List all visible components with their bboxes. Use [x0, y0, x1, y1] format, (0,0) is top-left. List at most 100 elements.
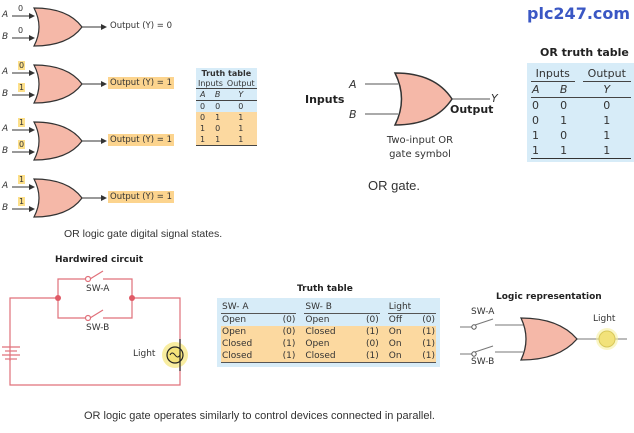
- or-gate-symbol: [365, 72, 490, 126]
- cell: 1: [560, 114, 568, 127]
- cell: (1): [366, 351, 379, 361]
- cell: Open: [305, 339, 330, 349]
- signal-truth-table: Truth table Inputs Output A B Y 0 0 0 0 …: [196, 68, 257, 146]
- input-b-value: 0: [18, 140, 26, 149]
- output-value-label: Output (Y) = 1: [108, 77, 174, 89]
- cell: Closed: [222, 339, 253, 349]
- cell: (0): [366, 339, 379, 349]
- cell: 1: [603, 129, 611, 142]
- table-row: 0 1 1: [196, 112, 257, 123]
- table-row: Closed(1)Open(0)On(1): [221, 338, 436, 350]
- table-row: Closed(1)Closed(1)On(1): [221, 350, 436, 363]
- input-a-value: 1: [18, 118, 26, 127]
- hardwired-circuit: [2, 270, 188, 386]
- input-b-label: B: [2, 146, 9, 156]
- output-group-header: Output: [224, 79, 257, 89]
- input-b-label: B: [2, 203, 9, 213]
- signal-state-gates: [12, 7, 107, 218]
- cell: Open: [222, 315, 247, 325]
- cell: [296, 314, 304, 327]
- symbol-desc-line1: Two-input OR: [386, 135, 454, 146]
- logic-representation: [460, 317, 627, 361]
- cell: (1): [366, 327, 379, 337]
- cell: 1: [200, 135, 206, 144]
- output-value-label: Output (Y) = 1: [108, 191, 174, 203]
- col-header-y: Y: [603, 83, 611, 96]
- signal-gate: [12, 121, 107, 161]
- switch-a-contact: [84, 275, 92, 283]
- input-a-value: 0: [18, 4, 24, 13]
- cell: On: [388, 327, 402, 337]
- cell: 0: [560, 129, 568, 142]
- signal-gate: [12, 178, 107, 218]
- or-truth-table-title: OR truth table: [540, 46, 629, 59]
- col-header-y: Y: [238, 90, 244, 99]
- cell: On: [388, 339, 402, 349]
- input-b-label: B: [2, 89, 9, 99]
- or-gate-caption: OR gate.: [368, 178, 421, 193]
- hardwired-light-label: Light: [133, 349, 156, 359]
- switch-a-blade: [89, 270, 104, 280]
- cell: 1: [215, 135, 221, 144]
- symbol-description: Two-input OR gate symbol: [370, 134, 470, 162]
- cell: 0: [238, 102, 244, 111]
- cell: [380, 326, 388, 338]
- cell: (0): [282, 315, 296, 325]
- cell: 1: [603, 114, 611, 127]
- cell: (0): [366, 315, 379, 325]
- table-row: Open(0)Closed(1)On(1): [221, 326, 436, 338]
- cell: Closed: [305, 327, 336, 337]
- cell: Off: [388, 315, 403, 325]
- cell: 1: [215, 113, 221, 122]
- cell: (0): [282, 327, 296, 337]
- table-row: 0 0 0: [196, 100, 257, 112]
- input-a-value: 0: [18, 61, 26, 70]
- cell: (0): [422, 315, 435, 325]
- or-gate-shape: [393, 72, 453, 126]
- signal-states-caption: OR logic gate digital signal states.: [64, 228, 223, 240]
- cell: 1: [532, 129, 539, 142]
- input-b-value: 0: [18, 26, 24, 35]
- table-row: 1 1 1: [196, 134, 257, 146]
- or-gate-shape: [33, 121, 83, 161]
- switch-b-contact: [84, 314, 92, 322]
- input-a-label: A: [2, 181, 9, 191]
- logic-sw-b-contact: [471, 351, 477, 357]
- cell: 0: [200, 102, 206, 111]
- switch-table-title: Truth table: [297, 284, 353, 294]
- cell: On: [388, 351, 402, 361]
- or-gate-shape: [33, 64, 83, 104]
- junction-right: [129, 295, 135, 301]
- logic-sw-a-contact: [471, 324, 477, 330]
- cell: 1: [532, 144, 539, 157]
- output-group-header: Output: [582, 66, 631, 82]
- cell: [380, 314, 388, 327]
- table-row: Open(0)Open(0)Off(0): [221, 314, 436, 327]
- cell: 0: [560, 99, 568, 112]
- cell: Closed: [222, 351, 253, 361]
- col-header-a: A: [532, 83, 540, 96]
- cell: (1): [422, 327, 435, 337]
- cell: (1): [422, 339, 435, 349]
- logic-or-gate: [519, 317, 578, 361]
- col-header-a: A: [200, 90, 206, 99]
- symbol-input-a: A: [349, 78, 357, 91]
- brand-title: plc247.com: [527, 4, 631, 23]
- symbol-input-b: B: [349, 108, 357, 121]
- input-b-value: 1: [18, 83, 26, 92]
- inputs-group-header: Inputs: [196, 79, 225, 89]
- cell: 1: [238, 124, 244, 133]
- cell: (1): [422, 351, 435, 361]
- cell: 1: [238, 135, 244, 144]
- col-header-light: Light: [387, 301, 436, 314]
- cell: 0: [603, 99, 611, 112]
- cell: [296, 338, 304, 350]
- cell: 0: [200, 113, 206, 122]
- cell: 1: [603, 144, 611, 157]
- junction-left: [55, 295, 61, 301]
- cell: 1: [560, 144, 568, 157]
- or-gate-shape: [33, 7, 83, 47]
- cell: 0: [215, 102, 221, 111]
